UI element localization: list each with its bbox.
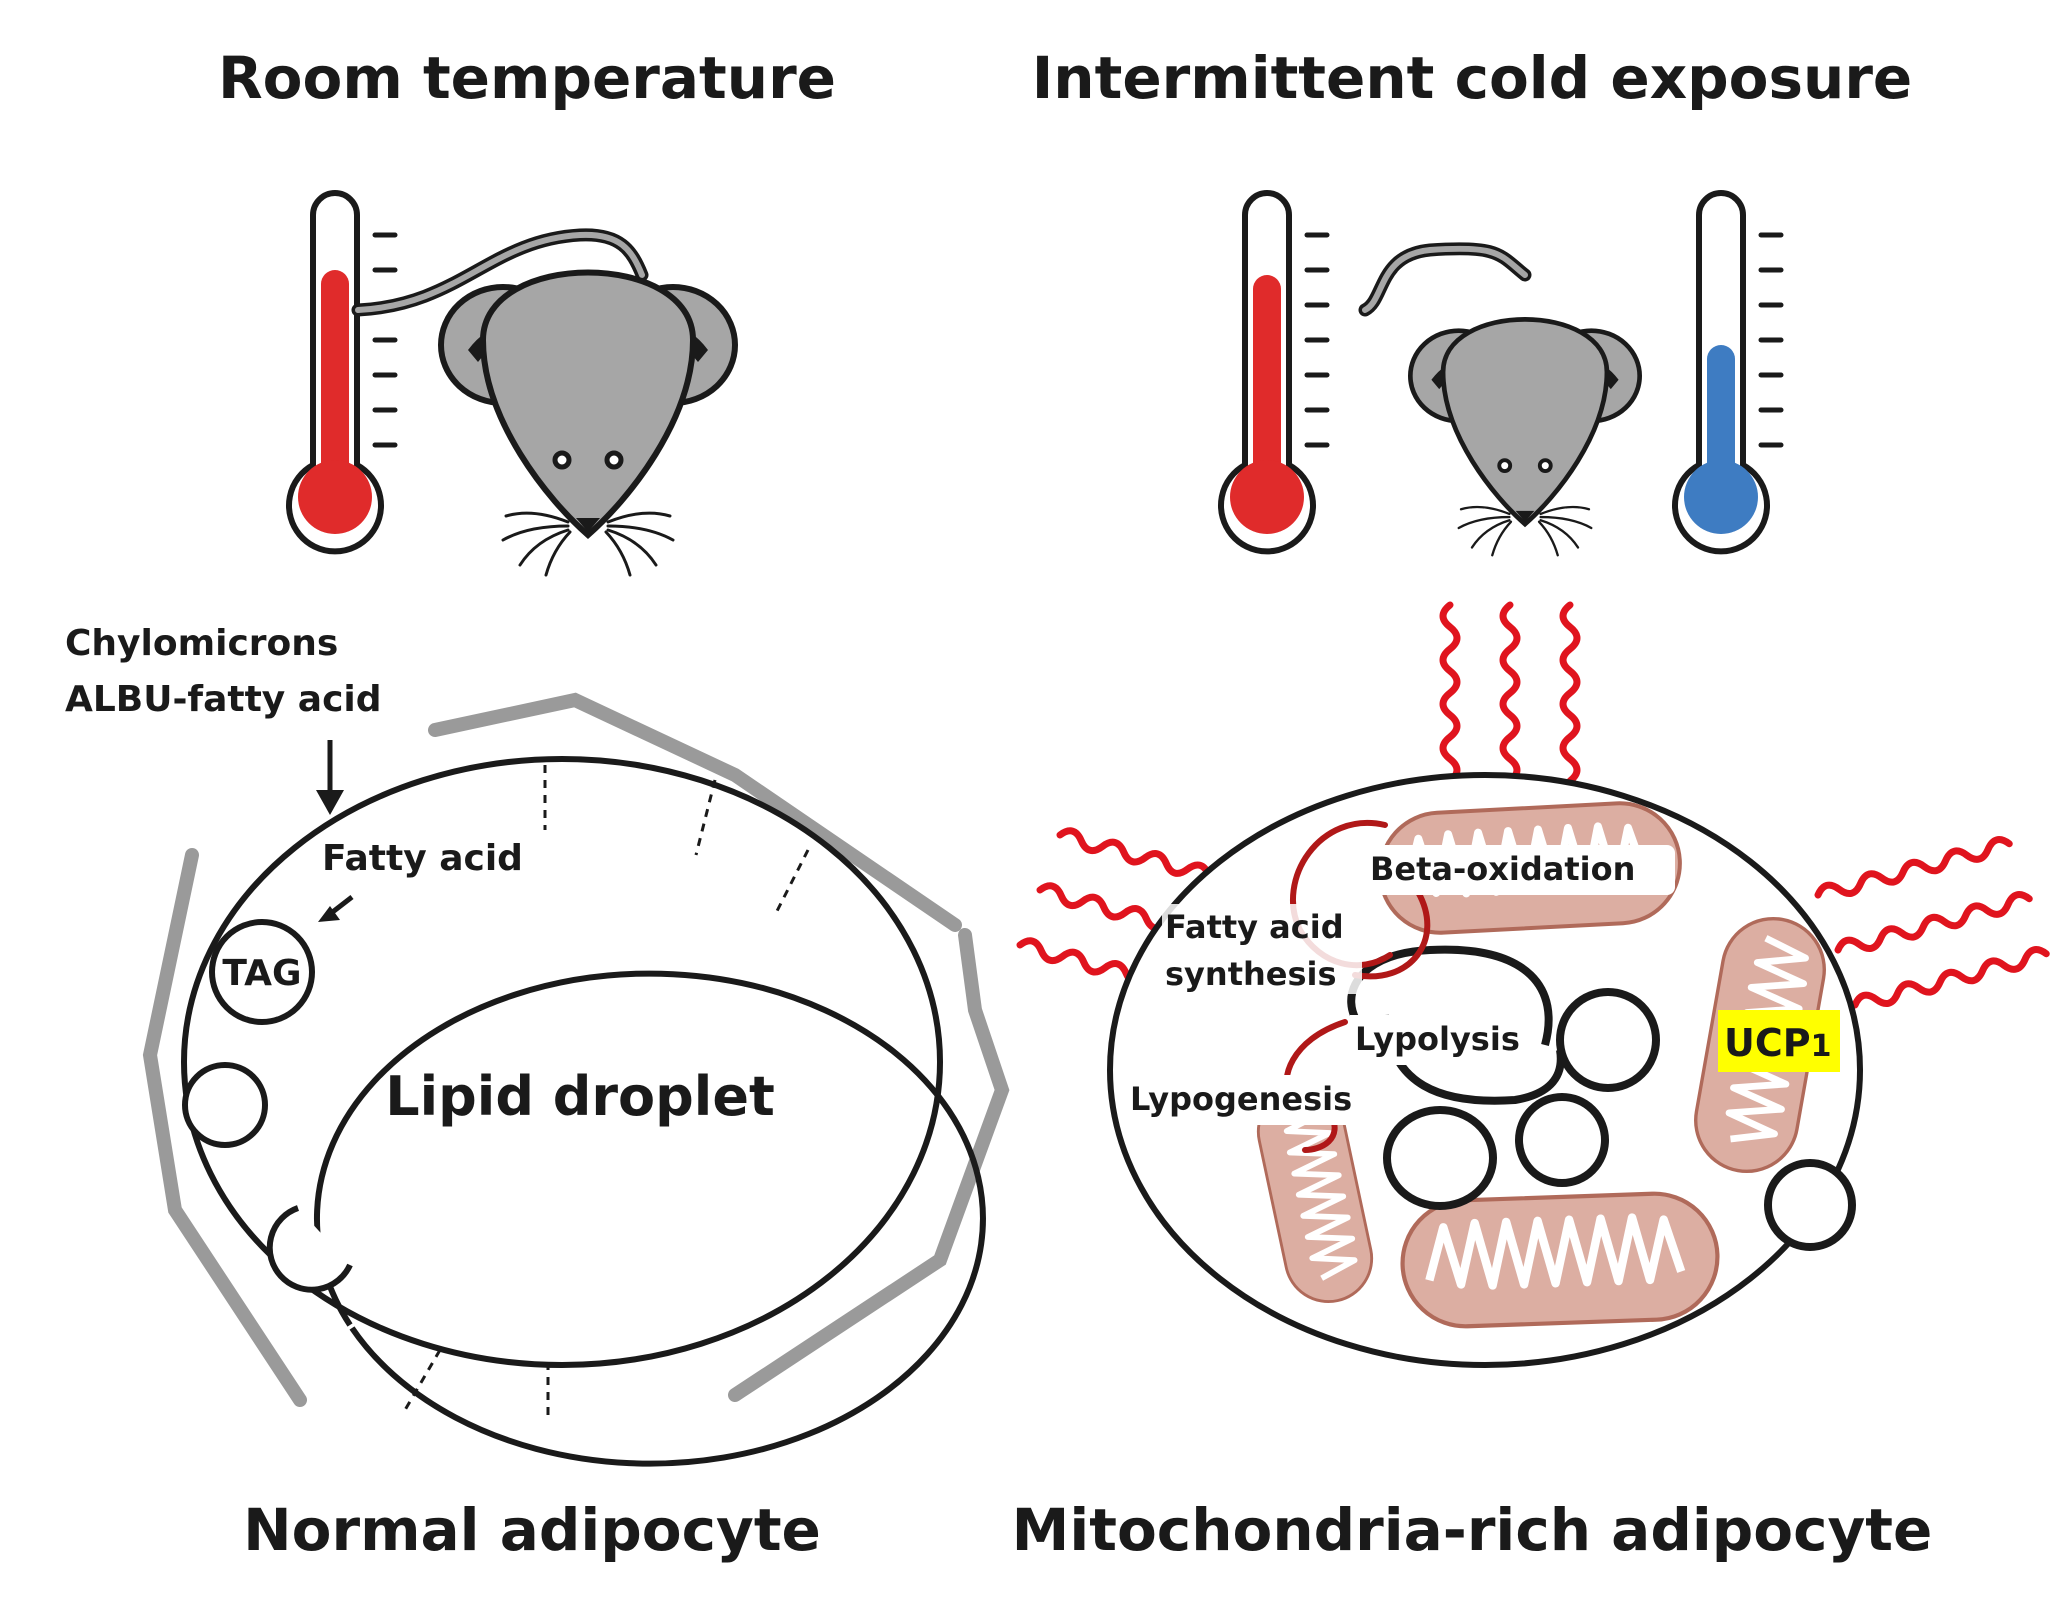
label-ucp1: UCP1 [1724,1021,1831,1065]
label-chylomicrons: Chylomicrons [65,623,338,664]
small-droplet [182,1062,268,1148]
membrane-segment [142,848,307,1407]
lipid-droplet [1383,1106,1497,1210]
label-bg [1365,845,1675,895]
membrane-segment [428,692,962,932]
budding-droplet [266,1205,353,1293]
lipid-droplet [1515,1093,1609,1187]
label-lypogenesis: Lypogenesis [1130,1080,1352,1118]
mouse-icon [441,273,735,576]
header-room-temperature: Room temperature [218,44,836,112]
caption-normal-adipocyte: Normal adipocyte [243,1496,821,1564]
lipid-droplet-outline [313,970,986,1467]
label-lipid-droplet: Lipid droplet [385,1065,775,1128]
label-fatty-acid-synthesis-line2: synthesis [1165,955,1337,993]
label-bg [1350,1015,1540,1065]
label-bg [1128,1075,1378,1125]
lipid-droplet [1556,988,1660,1092]
membrane-segment [728,928,1010,1402]
normal-adipocyte: Chylomicrons ALBU-fatty acid Fatty acid … [65,623,1010,1467]
label-lypolysis: Lypolysis [1355,1020,1520,1058]
ucp1-highlight [1718,1010,1840,1072]
cell-membrane [181,756,943,1368]
label-beta-oxidation: Beta-oxidation [1370,850,1635,888]
thermometer-warm-icon-right [1221,193,1327,551]
label-bg [1162,904,1362,994]
lipid-droplet [1764,1159,1856,1251]
mitochondria-rich-adipocyte: Beta-oxidation Fatty acid synthesis Lypo… [1107,772,1863,1368]
thermometer-cold-icon [1675,193,1781,551]
thermometer-warm-icon [289,193,395,551]
header-intermittent-cold: Intermittent cold exposure [1032,44,1913,112]
label-fatty-acid-synthesis-line1: Fatty acid [1165,908,1344,946]
tag-droplet [209,919,315,1025]
mitochondrion-bottom [1400,1192,1719,1329]
label-albu-fatty-acid: ALBU-fatty acid [65,679,382,720]
mouse-icon-right [1410,319,1639,555]
caption-mitochondria-rich-adipocyte: Mitochondria-rich adipocyte [1012,1496,1933,1564]
label-tag: TAG [222,953,301,994]
process-arc-synthesis [1352,889,1431,980]
label-fatty-acid: Fatty acid [322,838,523,879]
